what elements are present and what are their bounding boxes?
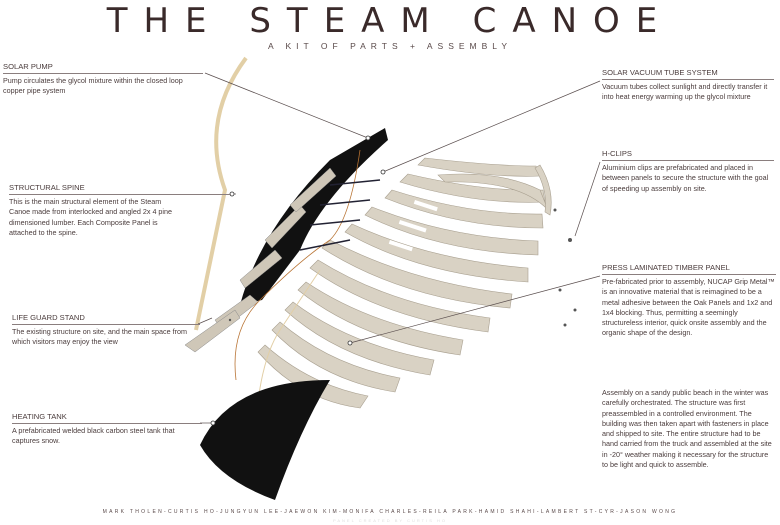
note-solar-vacuum: SOLAR VACUUM TUBE SYSTEM Vacuum tubes co… (602, 68, 774, 103)
note-heading: PRESS LAMINATED TIMBER PANEL (602, 263, 776, 275)
note-h-clips: H-CLIPS Aluminium clips are prefabricate… (602, 149, 774, 194)
note-heading: H-CLIPS (602, 149, 774, 161)
heating-tank (200, 380, 330, 500)
note-solar-pump: SOLAR PUMP Pump circulates the glycol mi… (3, 62, 203, 97)
panel-credit: PANEL CREATED BY CURTIS HO (332, 518, 447, 523)
spine-ribs (184, 167, 337, 353)
note-body: Aluminium clips are prefabricated and pl… (602, 163, 769, 193)
solar-pump-rod (194, 56, 248, 331)
note-assembly: Assembly on a sandy public beach in the … (602, 388, 776, 470)
note-life-guard-stand: LIFE GUARD STAND The existing structure … (12, 313, 200, 348)
poster-subtitle: A KIT OF PARTS + ASSEMBLY (267, 41, 513, 51)
leader-lines (197, 72, 601, 424)
note-body: This is the main structural element of t… (9, 197, 173, 237)
copper-pipe (234, 149, 361, 381)
team-credits: MARK THOLEN-CURTIS HO-JUNGYUN LEE-JAEWON… (102, 509, 678, 515)
note-heading: SOLAR VACUUM TUBE SYSTEM (602, 68, 774, 80)
note-structural-spine: STRUCTURAL SPINE This is the main struct… (9, 183, 231, 238)
timber-panels (257, 157, 552, 409)
note-timber-panel: PRESS LAMINATED TIMBER PANEL Pre-fabrica… (602, 263, 776, 339)
panel-slots (388, 189, 445, 252)
note-heating-tank: HEATING TANK A prefabricated welded blac… (12, 412, 202, 447)
note-body: Assembly on a sandy public beach in the … (602, 388, 772, 470)
vacuum-tubes (299, 179, 381, 251)
note-heading: HEATING TANK (12, 412, 202, 424)
note-heading: STRUCTURAL SPINE (9, 183, 231, 195)
note-heading: LIFE GUARD STAND (12, 313, 200, 325)
note-heading: SOLAR PUMP (3, 62, 203, 74)
note-body: Pump circulates the glycol mixture withi… (3, 76, 183, 96)
h-clips (228, 208, 577, 327)
note-body: Pre-fabricated prior to assembly, NUCAP … (602, 277, 775, 338)
poster-title: THE STEAM CANOE (106, 1, 674, 41)
note-body: The existing structure on site, and the … (12, 327, 187, 347)
note-body: A prefabricated welded black carbon stee… (12, 426, 175, 446)
note-body: Vacuum tubes collect sunlight and direct… (602, 82, 768, 102)
